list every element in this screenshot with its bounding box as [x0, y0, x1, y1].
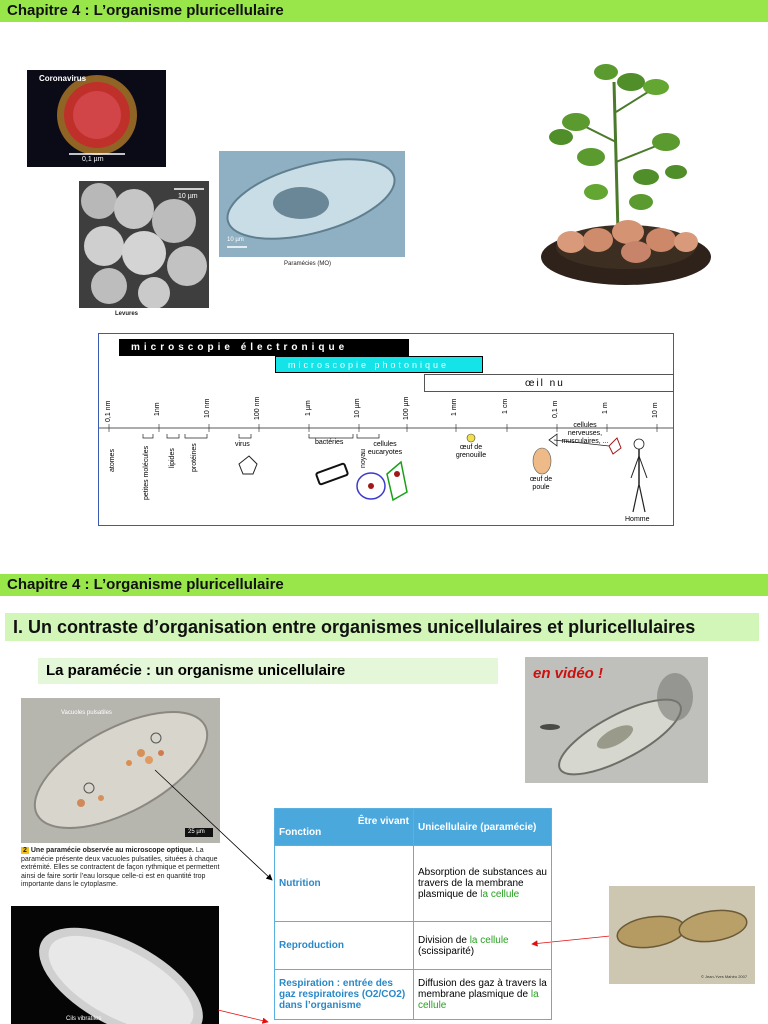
figure-2-caption-title: Une paramécie observée au microscope opt… — [30, 847, 194, 854]
vacuole-label: Vacuoles pulsatiles — [61, 710, 112, 716]
header-fonction: Fonction — [279, 827, 322, 838]
chapter-banner-second: Chapitre 4 : L’organisme pluricellulaire — [0, 574, 768, 596]
row-description: Diffusion des gaz à travers la membrane … — [413, 969, 552, 1020]
table-row: Respiration : entrée des gaz respiratoir… — [274, 969, 552, 1020]
row-description: Absorption de substances au travers de l… — [413, 845, 552, 922]
paramecium-top-scale: 10 µm — [227, 237, 244, 243]
video-label: en vidéo ! — [533, 665, 604, 682]
object-label-bacteria: bactéries — [315, 439, 344, 446]
size-scale-diagram: microscopie électronique microscopie pho… — [98, 333, 674, 526]
figure-2-caption-text: La paramécie présente deux vacuoles puls… — [21, 847, 220, 888]
header-etre-vivant: Être vivant — [357, 816, 409, 827]
function-table: Être vivant Fonction Unicellulaire (para… — [274, 808, 552, 1020]
figure-2-caption: 2 Une paramécie observée au microscope o… — [21, 847, 221, 890]
object-label-nerve-cells: cellules nerveuses, musculaires, ... — [561, 422, 609, 445]
sub-title: La paramécie : un organisme unicellulair… — [38, 658, 498, 684]
paramecium-figure-2: Vacuoles pulsatiles 25 µm — [21, 698, 220, 843]
paramecium-division-photo: © Jean-Yves Mahéo 2007 — [609, 886, 755, 984]
table-row: Nutrition Absorption de substances au tr… — [274, 845, 552, 922]
header-unicellulaire: Unicellulaire (paramécie) — [413, 808, 552, 846]
optical-microscopy-bar: microscopie photonique — [275, 356, 483, 373]
object-label-human: Homme — [625, 516, 650, 523]
potato-plant-image — [536, 52, 714, 290]
coronavirus-label: Coronavirus — [39, 74, 87, 83]
figure-2-number: 2 — [21, 847, 29, 854]
paramecium-top-caption: Paramécies (MO) — [284, 261, 332, 267]
yeast-scale: 10 µm — [178, 193, 198, 200]
figure-2-scale: 25 µm — [188, 829, 205, 835]
naked-eye-bar: œil nu — [424, 374, 674, 392]
coronavirus-photo: Coronavirus 0,1 µm — [27, 70, 166, 167]
coronavirus-scale: 0,1 µm — [82, 156, 104, 163]
cilia-label: Cils vibratiles — [66, 1016, 102, 1022]
object-label-hen-egg: œuf de poule — [529, 476, 553, 491]
paramecium-sem-photo: Cils vibratiles — [11, 906, 219, 1024]
paramecium-photo-top: 10 µm — [219, 151, 405, 257]
paramecium-video-thumbnail[interactable]: en vidéo ! — [525, 657, 708, 783]
division-photo-credit: © Jean-Yves Mahéo 2007 — [701, 974, 748, 979]
scale-axis — [99, 424, 673, 513]
table-row: Reproduction Division de la cellule (sci… — [274, 921, 552, 970]
object-label-virus: virus — [235, 441, 250, 448]
row-function: Respiration : entrée des gaz respiratoir… — [274, 969, 414, 1020]
chapter-banner-top: Chapitre 4 : L’organisme pluricellulaire — [0, 0, 768, 22]
yeast-photo: 10 µm — [79, 181, 209, 308]
row-function: Nutrition — [274, 845, 414, 922]
electron-microscopy-bar: microscopie électronique — [119, 339, 409, 356]
yeast-caption: Levures — [115, 311, 139, 317]
section-title: I. Un contraste d’organisation entre org… — [5, 613, 759, 641]
object-label-eukaryotic-cells: cellules eucaryotes — [367, 441, 403, 456]
row-function: Reproduction — [274, 921, 414, 970]
row-description: Division de la cellule (scissiparité) — [413, 921, 552, 970]
table-header-corner: Être vivant Fonction — [274, 808, 414, 846]
object-label-frog-egg: œuf de grenouille — [455, 444, 487, 459]
